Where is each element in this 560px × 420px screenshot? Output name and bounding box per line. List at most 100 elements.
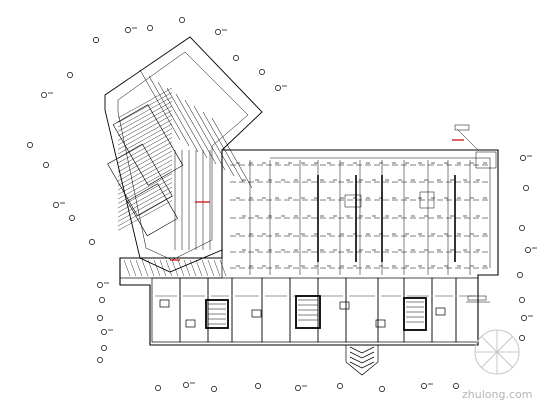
axis-bubble (233, 55, 239, 61)
service-room (455, 277, 479, 343)
ramp-stripe (207, 259, 215, 277)
service-room (345, 277, 379, 343)
axis-bubble (519, 335, 525, 341)
annotation-leaders (454, 124, 497, 303)
axis-bubble (99, 297, 105, 303)
axis-bubble (125, 27, 131, 33)
axis-bubble (97, 282, 103, 288)
ramp-stripe (165, 259, 173, 277)
stair-block (419, 191, 435, 209)
axis-bubble (295, 385, 301, 391)
main-parking-hall (119, 149, 499, 346)
axis-bubble (379, 386, 385, 392)
equipment-unit (295, 295, 321, 329)
axis-bubble (523, 185, 529, 191)
wing-cable (148, 75, 190, 147)
axis-bubble (97, 315, 103, 321)
axis-bubble (517, 272, 523, 278)
main-hall-outline (119, 149, 499, 346)
axis-bubble (53, 202, 59, 208)
ramp-stripe (201, 259, 209, 277)
hatch-line (117, 150, 173, 182)
ramp-stripes (123, 259, 227, 277)
wing-cable (139, 69, 181, 141)
hatch-line (117, 123, 173, 155)
hatch-line (117, 128, 173, 159)
axis-bubble (520, 155, 526, 161)
hatch-line (117, 159, 173, 191)
entrance-ramp (345, 345, 379, 376)
hatch-line (117, 87, 173, 119)
axis-bubble (519, 297, 525, 303)
axis-bubble (101, 329, 107, 335)
service-room (377, 277, 405, 343)
axis-bubble (525, 247, 531, 253)
lighting-circuit-grid (230, 160, 488, 275)
ramp-stripe (153, 259, 161, 277)
hatch-line (117, 191, 173, 222)
equipment-unit (403, 297, 427, 331)
hatch-line (117, 110, 173, 141)
watermark-text: zhulong.com (462, 388, 532, 401)
service-room (403, 277, 433, 343)
axis-bubble (67, 72, 73, 78)
axis-bubble (215, 29, 221, 35)
axis-bubble (101, 345, 107, 351)
wing-circuit-lines (139, 69, 253, 250)
ramp-stripe (171, 259, 179, 277)
ramp-chevron (349, 351, 375, 359)
panel-box (251, 309, 262, 318)
service-room (179, 277, 209, 343)
hatch-line (117, 146, 173, 177)
hatch-line (117, 96, 173, 128)
axis-bubble (183, 382, 189, 388)
service-room (317, 277, 347, 343)
hatch-line (117, 114, 173, 146)
ramp-chevrons (349, 346, 375, 369)
panel-box (185, 319, 196, 328)
stair-block (344, 194, 362, 208)
ramp-stripe (147, 259, 155, 277)
section-markers (170, 139, 464, 261)
main-hall-inner-wall (270, 157, 491, 268)
wing-cable (202, 111, 244, 183)
equipment-hatching (117, 87, 173, 231)
equipment-room-block (107, 104, 184, 237)
panel-box (375, 319, 386, 328)
axis-bubble (275, 85, 281, 91)
wing-cable (175, 93, 217, 165)
axis-bubble (179, 17, 185, 23)
hatch-line (117, 137, 173, 168)
ramp-chevron (349, 361, 375, 369)
service-room (151, 277, 181, 343)
axis-bubble (147, 25, 153, 31)
ramp-stripe (141, 259, 149, 277)
hatch-line (117, 119, 173, 150)
axis-bubble (211, 386, 217, 392)
grid-axis-markers (27, 17, 537, 392)
equipment-unit (205, 299, 229, 329)
rotated-wing-outline (104, 36, 263, 273)
axis-bubble (421, 383, 427, 389)
ramp-stripe (213, 259, 221, 277)
hatch-line (117, 132, 173, 164)
ramp-stripe (159, 259, 167, 277)
axis-bubble (27, 142, 33, 148)
rotated-wing (104, 36, 263, 273)
ramp-stripe (129, 259, 137, 277)
axis-bubble (259, 69, 265, 75)
service-room (431, 277, 457, 343)
axis-bubble (519, 225, 525, 231)
axis-bubble (155, 385, 161, 391)
hatch-line (117, 182, 173, 213)
ramp-stripe (135, 259, 143, 277)
hatch-line (117, 164, 173, 195)
panel-box (435, 307, 446, 316)
axis-bubble (93, 37, 99, 43)
hatch-line (117, 155, 173, 186)
wing-cable (184, 99, 226, 171)
wing-cable (166, 87, 208, 159)
hatch-line (117, 105, 173, 137)
wing-cable (211, 117, 253, 189)
axis-bubble (337, 383, 343, 389)
